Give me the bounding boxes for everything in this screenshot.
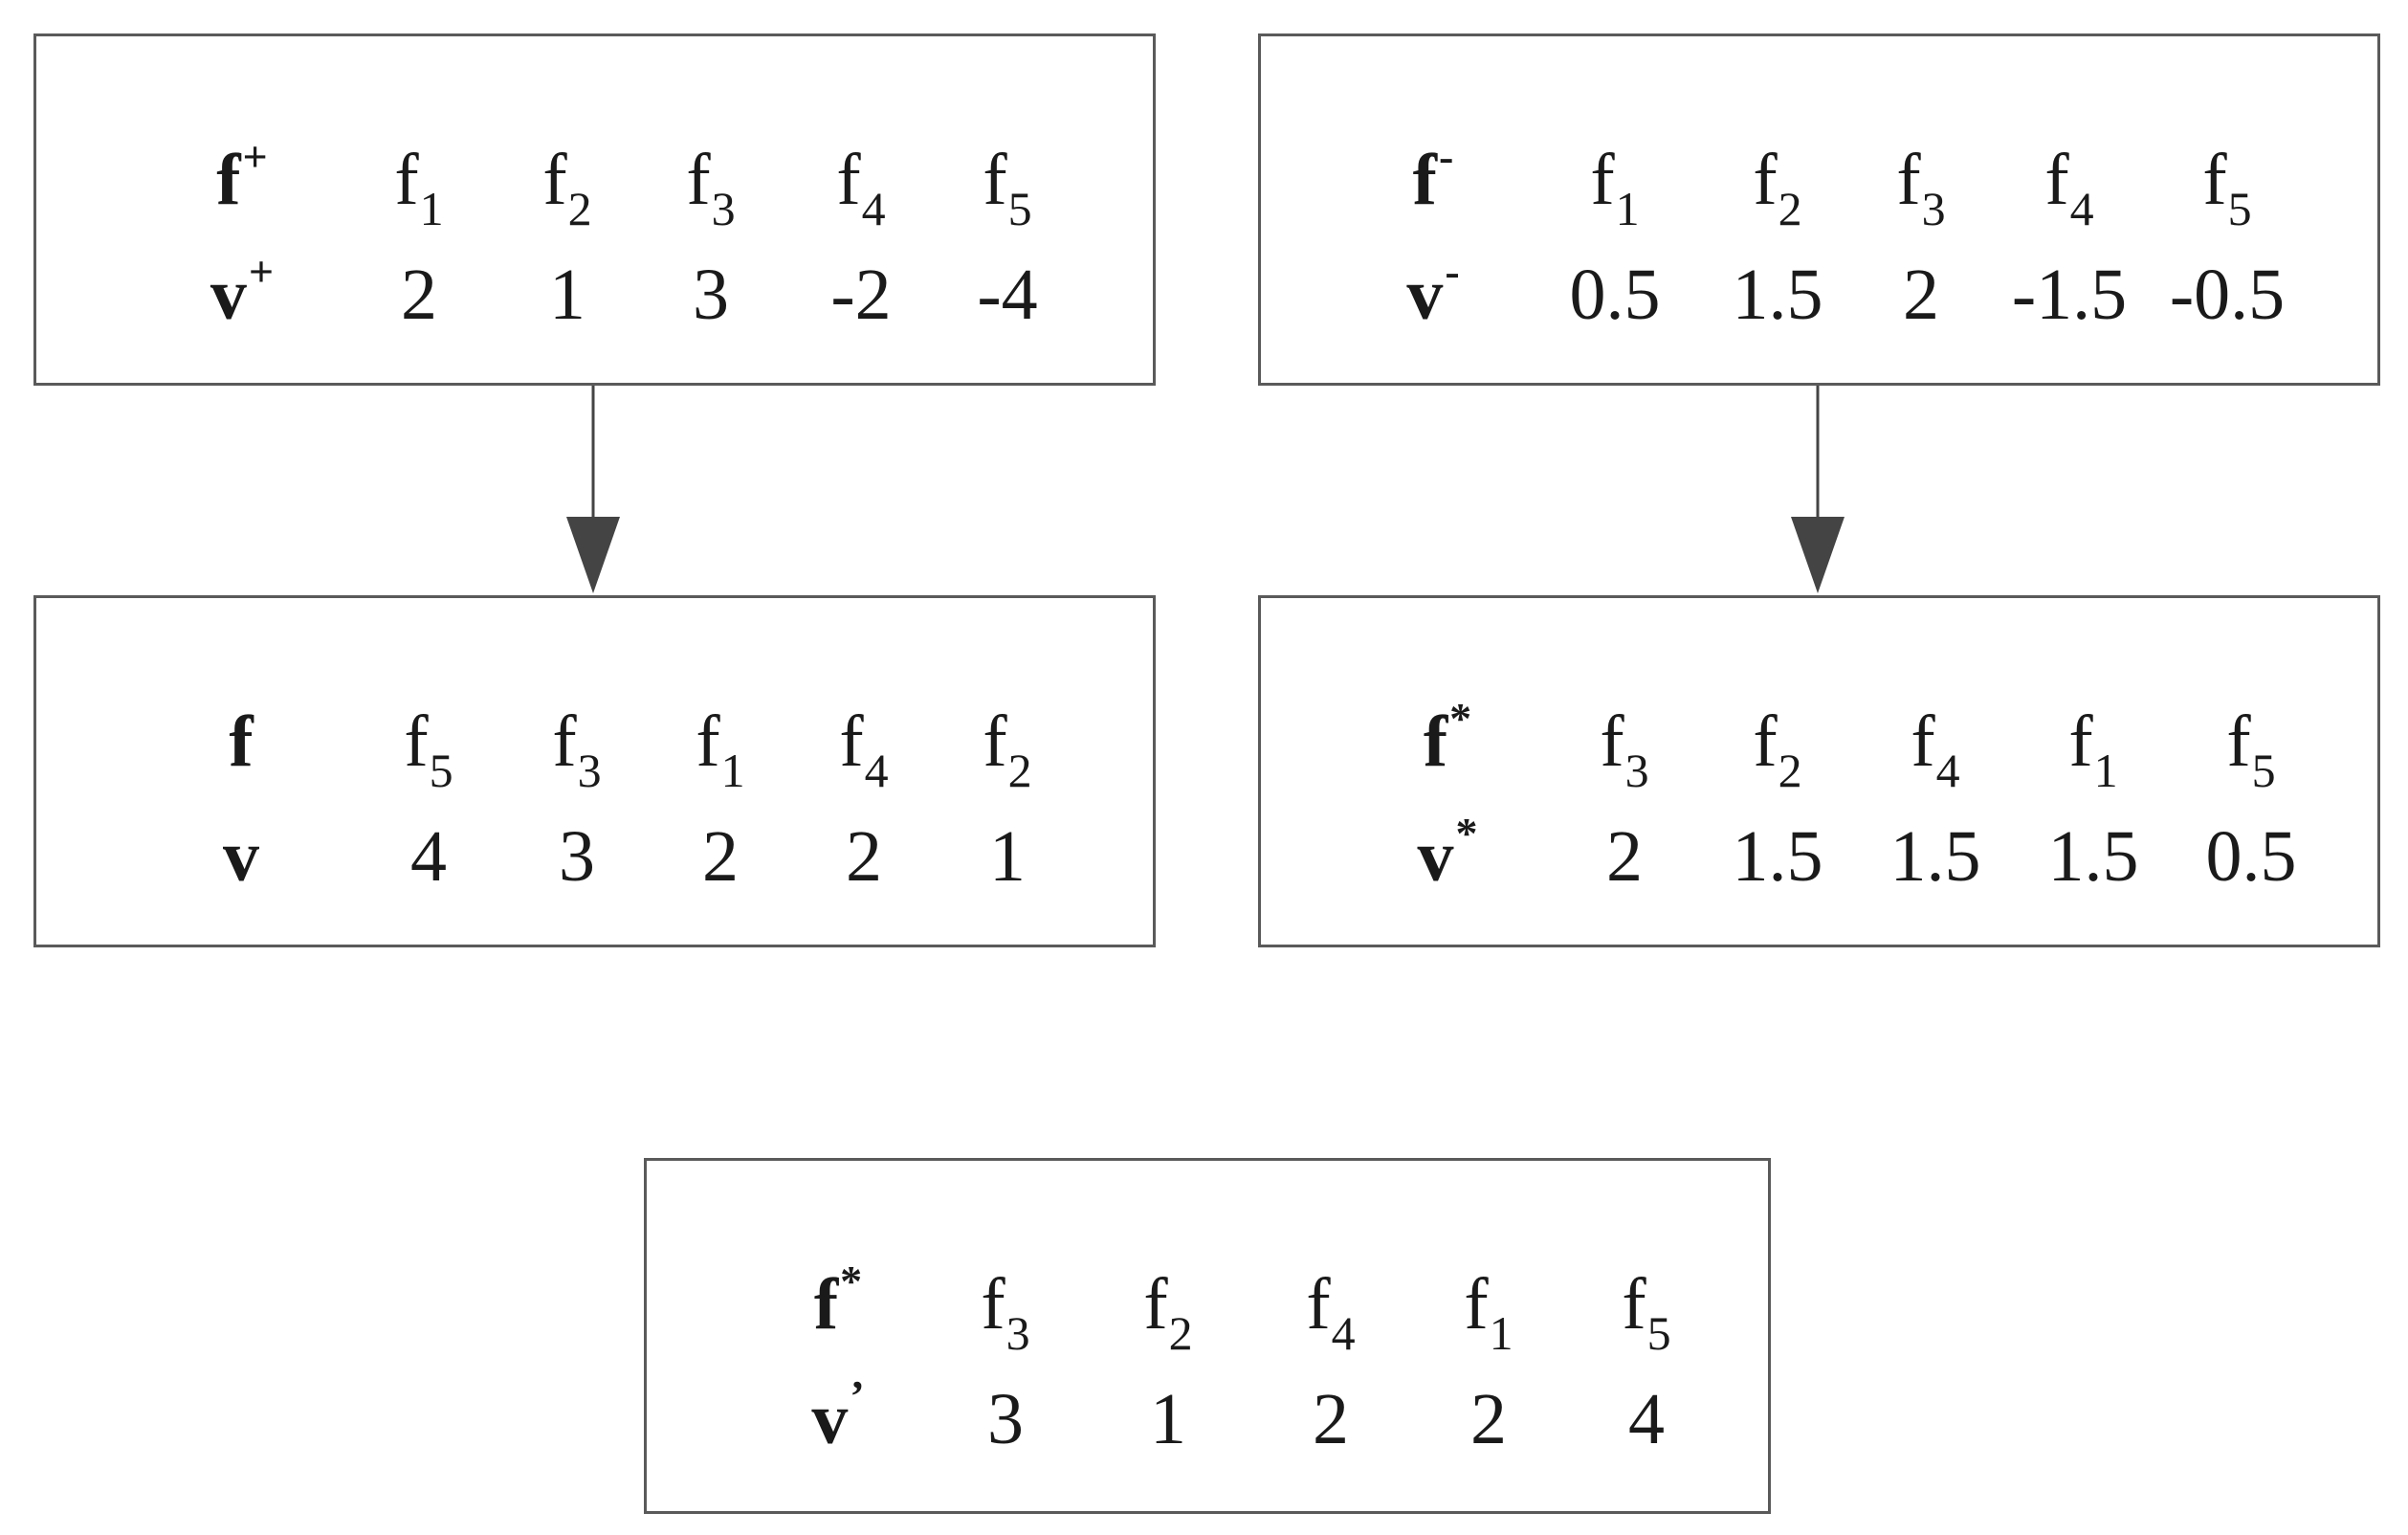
feature-set-label: f* [1423, 694, 1472, 782]
feature-value: 0.5 [1569, 255, 1661, 335]
feature-name: f4 [1306, 1264, 1356, 1360]
feature-value: 0.5 [2205, 816, 2297, 897]
feature-box-2: f-f1 f2 f3 f4 f5 v- 0.5 1.5 2 -1.5 -0.5 [1258, 33, 2380, 386]
feature-value: 3 [559, 816, 595, 897]
feature-name: f5 [983, 140, 1032, 235]
feature-value: 3 [693, 255, 729, 335]
feature-value: 1.5 [1889, 816, 1981, 897]
feature-box-1: f+ f1 f2 f3 f4 f5 v+ 2 1 3 -2 -4 [33, 33, 1156, 386]
feature-value: -4 [977, 255, 1038, 335]
value-set-label: v- [1406, 247, 1460, 335]
feature-row: f* f3 f2 f4 f1 f5 [1261, 689, 2377, 797]
feature-name: f2 [1143, 1264, 1193, 1360]
feature-name: f3 [1600, 701, 1649, 797]
feature-set-label: f* [813, 1257, 863, 1345]
feature-name: f3 [552, 701, 602, 797]
feature-name: f4 [2044, 140, 2094, 235]
value-row: v 4 3 2 2 1 [36, 804, 1153, 909]
value-row: v* 2 1.5 1.5 1.5 0.5 [1261, 804, 2377, 909]
feature-name: f3 [686, 140, 736, 235]
feature-value: 2 [1313, 1379, 1349, 1459]
feature-name: f3 [1896, 140, 1946, 235]
value-set-label: v’ [811, 1371, 865, 1459]
feature-name: f5 [404, 701, 453, 797]
feature-value: 1 [549, 255, 585, 335]
feature-name: f1 [394, 140, 444, 235]
value-set-label: v [223, 816, 259, 897]
feature-set-label: f [229, 701, 254, 782]
feature-value: 1.5 [1732, 816, 1823, 897]
feature-value: 2 [1903, 255, 1939, 335]
feature-value: 2 [1606, 816, 1643, 897]
arrow-head-left [566, 517, 620, 593]
feature-value: 4 [410, 816, 447, 897]
value-set-label: v* [1417, 809, 1478, 897]
feature-value: 1.5 [1732, 255, 1823, 335]
feature-value: -1.5 [2011, 255, 2128, 335]
feature-box-4: f* f3 f2 f4 f1 f5 v* 2 1.5 1.5 1.5 0.5 [1258, 595, 2380, 947]
feature-name: f1 [1464, 1264, 1513, 1360]
feature-value: 4 [1628, 1379, 1665, 1459]
feature-value: 3 [987, 1379, 1024, 1459]
value-row: v- 0.5 1.5 2 -1.5 -0.5 [1261, 242, 2377, 347]
feature-row: f* f3 f2 f4 f1 f5 [647, 1252, 1768, 1360]
feature-row: f+ f1 f2 f3 f4 f5 [36, 127, 1153, 235]
value-set-label: v+ [210, 247, 275, 335]
feature-name: f5 [2226, 701, 2276, 797]
feature-name: f3 [981, 1264, 1030, 1360]
feature-row: f-f1 f2 f3 f4 f5 [1261, 127, 2377, 235]
feature-name: f1 [2068, 701, 2118, 797]
arrow-head-right [1791, 517, 1845, 593]
feature-value: -2 [830, 255, 892, 335]
feature-name: f1 [696, 701, 745, 797]
feature-name: f2 [983, 701, 1032, 797]
feature-value: 2 [401, 255, 437, 335]
feature-name: f2 [542, 140, 592, 235]
feature-name: f1 [1590, 140, 1640, 235]
feature-box-3: f f5 f3 f1 f4 f2 v 4 3 2 2 1 [33, 595, 1156, 947]
feature-name: f2 [1753, 140, 1802, 235]
feature-box-5: f* f3 f2 f4 f1 f5 v’ 3 1 2 2 4 [644, 1158, 1771, 1514]
feature-name: f4 [839, 701, 889, 797]
feature-name: f2 [1753, 701, 1802, 797]
feature-value: 2 [846, 816, 882, 897]
feature-value: 2 [1470, 1379, 1507, 1459]
feature-name: f5 [1622, 1264, 1671, 1360]
feature-value: 2 [702, 816, 739, 897]
value-row: v’ 3 1 2 2 4 [647, 1367, 1768, 1472]
feature-value: 1 [989, 816, 1026, 897]
feature-name: f4 [836, 140, 886, 235]
feature-set-label: f- [1412, 132, 1454, 220]
feature-value: 1.5 [2047, 816, 2139, 897]
feature-value: -0.5 [2169, 255, 2286, 335]
feature-name: f5 [2202, 140, 2252, 235]
feature-value: 1 [1150, 1379, 1186, 1459]
value-row: v+ 2 1 3 -2 -4 [36, 242, 1153, 347]
feature-name: f4 [1911, 701, 1960, 797]
feature-set-label: f+ [216, 132, 268, 220]
feature-row: f f5 f3 f1 f4 f2 [36, 689, 1153, 797]
